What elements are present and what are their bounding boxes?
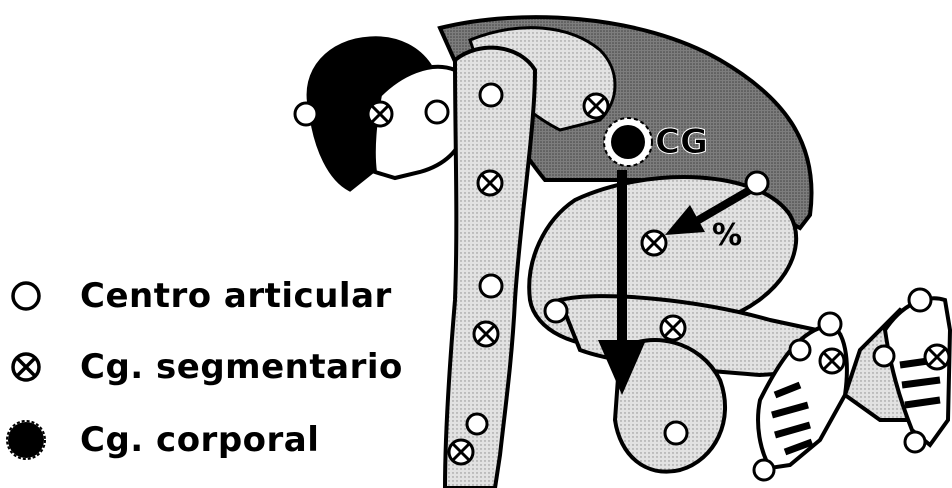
circle-x-icon xyxy=(6,347,46,387)
segment-cg-marker xyxy=(925,345,949,369)
legend-item-joint-center: Centro articular xyxy=(0,276,392,316)
segment-cg-marker xyxy=(478,171,502,195)
segment-cg-marker xyxy=(474,322,498,346)
joint-center xyxy=(480,275,502,297)
legend-label: Cg. corporal xyxy=(80,420,319,460)
joint-center xyxy=(754,460,774,480)
joint-center xyxy=(909,289,931,311)
legend-label: Centro articular xyxy=(80,276,392,316)
legend-label: Cg. segmentario xyxy=(80,347,403,387)
joint-center xyxy=(295,103,317,125)
joint-center xyxy=(480,84,502,106)
arm xyxy=(445,48,535,488)
body-cg-marker xyxy=(604,118,652,166)
percent-label: % xyxy=(712,218,742,253)
segment-cg-marker xyxy=(449,440,473,464)
joint-center xyxy=(790,340,810,360)
joint-center xyxy=(819,313,841,335)
segment-cg-marker xyxy=(661,316,685,340)
joint-center xyxy=(545,300,567,322)
segment-cg-marker xyxy=(368,102,392,126)
joint-center xyxy=(467,414,487,434)
joint-center xyxy=(746,172,768,194)
legend-item-segment-cg: Cg. segmentario xyxy=(0,347,403,387)
joint-center xyxy=(874,346,894,366)
open-circle-icon xyxy=(6,276,46,316)
segment-cg-marker xyxy=(820,349,844,373)
shoe-rear xyxy=(885,298,950,445)
segment-cg-marker xyxy=(642,231,666,255)
legend-item-body-cg: Cg. corporal xyxy=(0,420,319,460)
joint-center xyxy=(426,101,448,123)
joint-center xyxy=(905,432,925,452)
filled-gear-circle-icon xyxy=(6,420,46,460)
cg-label: CG xyxy=(655,122,708,162)
segment-cg-marker xyxy=(584,94,608,118)
joint-center xyxy=(665,422,687,444)
